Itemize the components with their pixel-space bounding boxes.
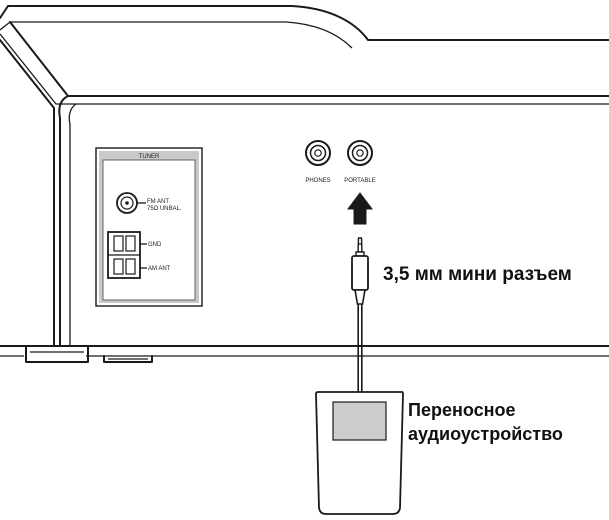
gnd-terminal-lever-2	[125, 235, 136, 252]
arrow-up-icon	[347, 192, 373, 225]
plug-body	[351, 255, 369, 291]
plug-tip	[357, 237, 363, 253]
tuner-panel-content	[102, 159, 196, 301]
jacks: PHONES PORTABLE	[305, 140, 376, 184]
gnd-terminal-lever-icon[interactable]	[113, 235, 124, 252]
receiver-foot-right	[103, 355, 153, 363]
fm-antenna-socket-pin	[125, 201, 129, 205]
receiver-body	[0, 5, 609, 363]
portable-label: PORTABLE	[344, 178, 375, 184]
receiver-corner	[58, 95, 69, 347]
receiver-corner-inner	[68, 103, 77, 346]
receiver-top-outline	[0, 5, 609, 41]
receiver-foot-shadow	[30, 351, 148, 360]
portable-jack-hole	[356, 149, 364, 157]
portable-audio-device[interactable]	[315, 391, 404, 515]
phones-jack-hole	[314, 149, 322, 157]
plug-strain-relief	[354, 289, 366, 305]
fm-antenna-label: FM ANT	[147, 199, 169, 205]
device-screen	[332, 401, 387, 441]
device-label-line2: аудиоустройство	[408, 424, 563, 444]
plug-label: 3,5 мм мини разъем	[383, 264, 572, 285]
gnd-label: GND	[148, 242, 162, 248]
mini-plug-icon[interactable]	[351, 237, 369, 305]
receiver-left-edge	[0, 39, 55, 347]
tuner-panel: TUNER FM ANT 75Ω UNBAL. GND AM ANT	[95, 147, 203, 307]
fm-antenna-impedance-label: 75Ω UNBAL.	[147, 206, 182, 212]
tuner-panel-frame	[95, 147, 203, 307]
receiver-foot-left	[25, 345, 89, 363]
am-antenna-label: AM ANT	[148, 266, 171, 272]
receiver-front-bevel	[9, 21, 609, 97]
audio-cable	[357, 304, 363, 392]
receiver-front-bevel-inner	[0, 33, 609, 105]
am-terminal-lever-icon[interactable]	[113, 258, 124, 275]
tuner-title: TUNER	[139, 154, 160, 160]
am-terminal-lever-2	[125, 258, 136, 275]
device-label-line1: Переносное	[408, 400, 515, 420]
phones-label: PHONES	[305, 178, 330, 184]
receiver-top-inner	[0, 21, 353, 49]
